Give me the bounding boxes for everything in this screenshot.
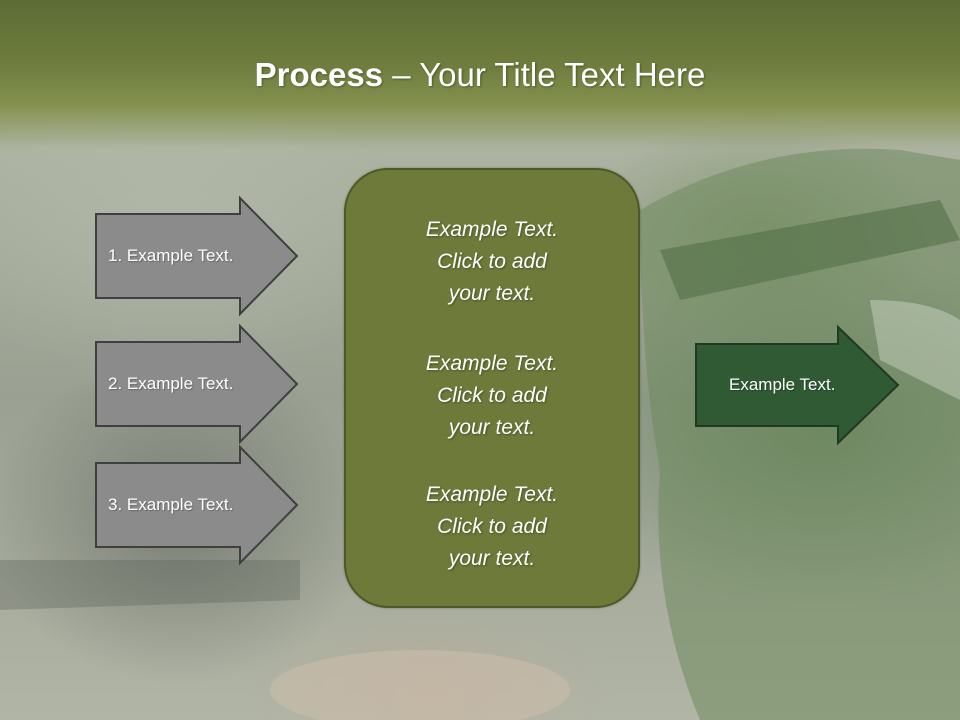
right-arrow-label: Example Text. <box>729 375 836 394</box>
center-text-box[interactable]: Example Text. Click to add your text. Ex… <box>344 168 640 608</box>
left-arrow-3[interactable] <box>95 444 299 566</box>
paragraph-line: Click to add <box>437 250 547 273</box>
paragraph-line: Example Text. <box>425 483 559 506</box>
right-arrow[interactable] <box>695 324 900 446</box>
paragraph-line: Click to add <box>437 515 547 538</box>
slide-title-rest: – Your Title Text Here <box>383 56 706 93</box>
left-arrow-1-label: 1. Example Text. <box>108 246 234 265</box>
title-banner <box>0 0 960 150</box>
left-arrow-3-label: 3. Example Text. <box>108 495 234 514</box>
center-paragraph-2: Example Text. Click to add your text. <box>346 348 638 444</box>
paragraph-line: Example Text. <box>425 352 559 375</box>
center-paragraph-1: Example Text. Click to add your text. <box>346 214 638 310</box>
paragraph-line: your text. <box>448 547 536 570</box>
center-paragraph-3: Example Text. Click to add your text. <box>346 479 638 575</box>
paragraph-line: your text. <box>448 282 536 305</box>
slide-title[interactable]: Process – Your Title Text Here <box>0 52 960 98</box>
left-arrow-1[interactable] <box>95 195 299 317</box>
paragraph-line: Click to add <box>437 384 547 407</box>
slide-title-bold: Process <box>254 56 384 93</box>
paragraph-line: Example Text. <box>425 218 559 241</box>
left-arrow-2-label: 2. Example Text. <box>108 374 234 393</box>
paragraph-line: your text. <box>448 416 536 439</box>
left-arrow-2[interactable] <box>95 323 299 445</box>
